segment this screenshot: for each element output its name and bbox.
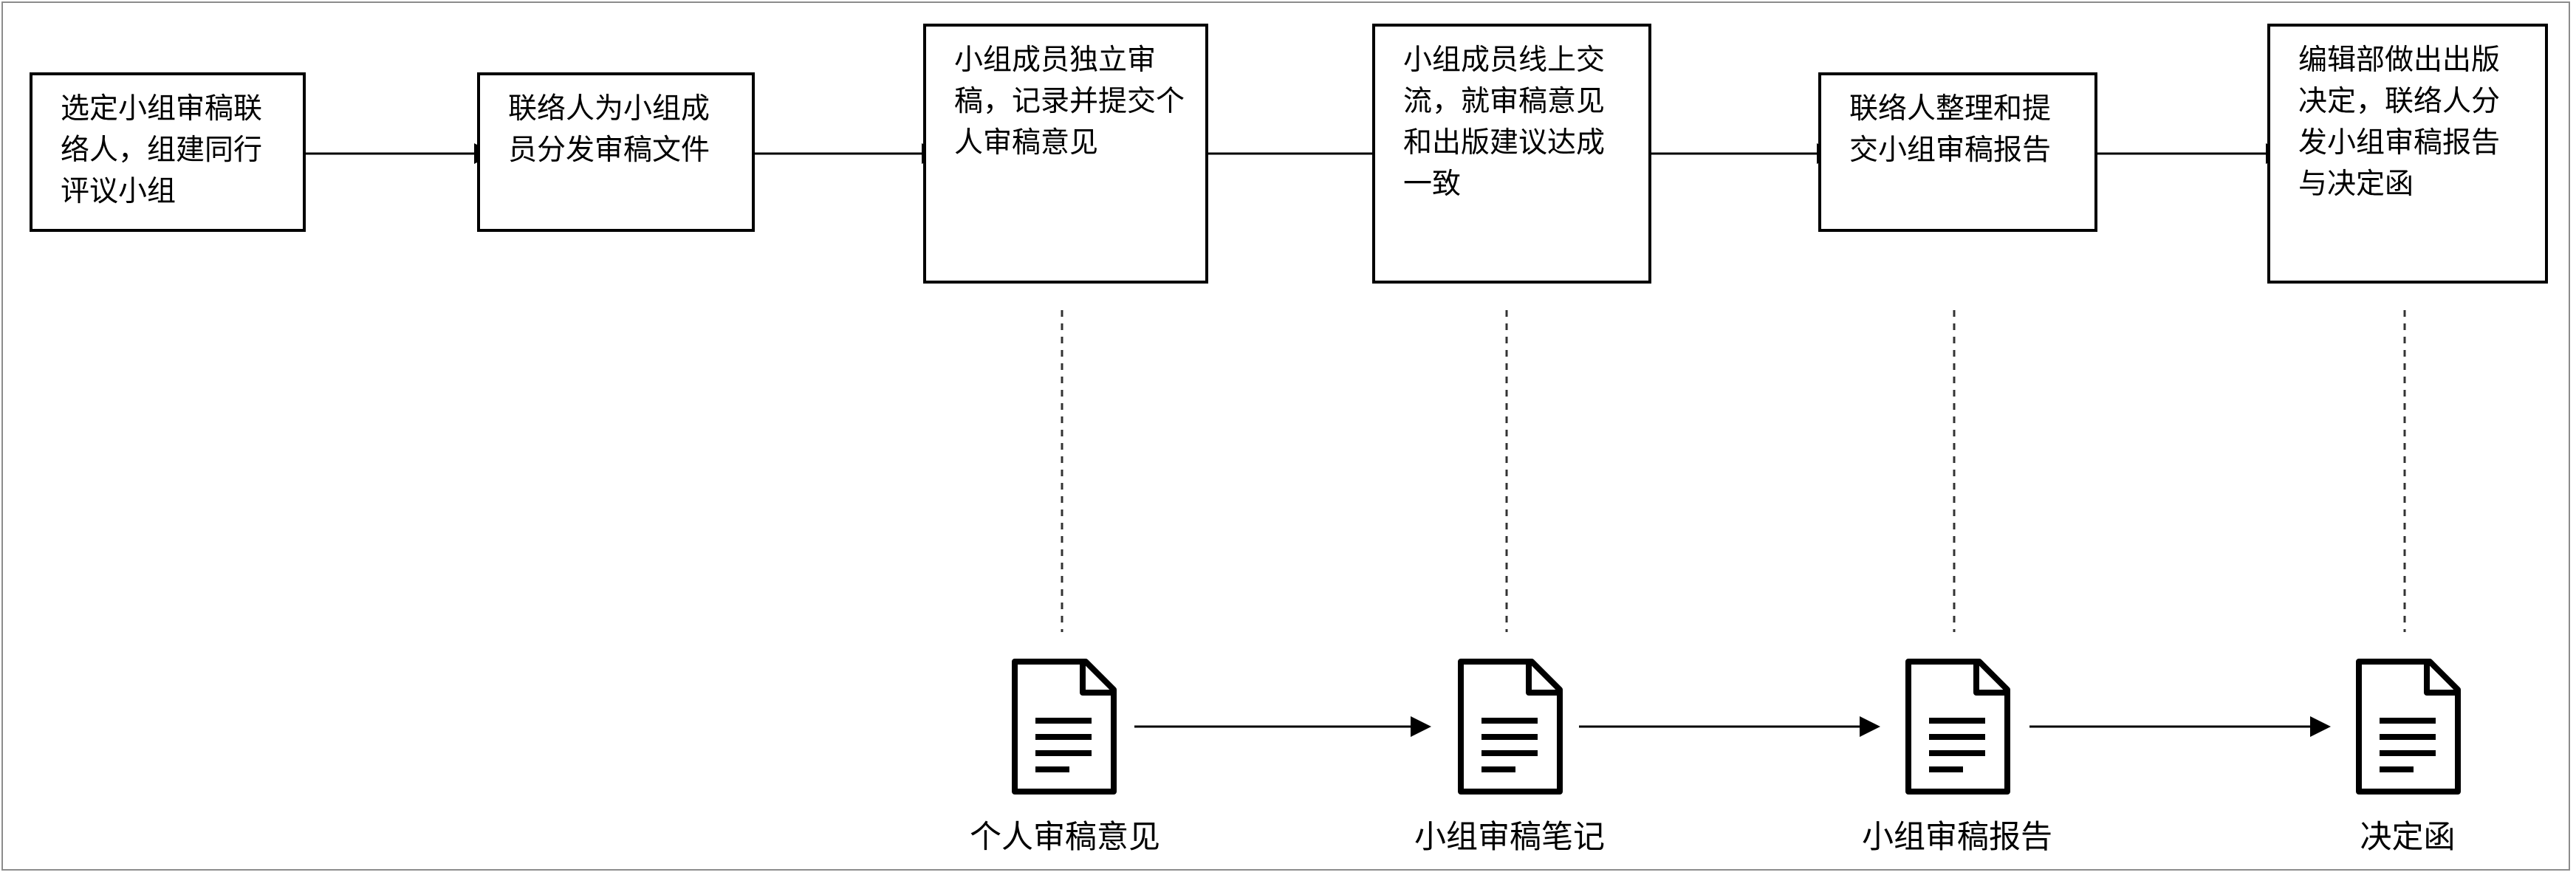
document-icon — [1012, 659, 1117, 795]
step-box-6: 编辑部做出出版决定，联络人分发小组审稿报告与决定函 — [2267, 24, 2548, 284]
step-box-5: 联络人整理和提交小组审稿报告 — [1818, 72, 2097, 232]
step-box-3: 小组成员独立审稿，记录并提交个人审稿意见 — [923, 24, 1208, 284]
step-text-6: 编辑部做出出版决定，联络人分发小组审稿报告与决定函 — [2298, 44, 2501, 201]
doc-label-1: 个人审稿意见 — [970, 819, 1160, 856]
document-icon — [1458, 659, 1563, 795]
step-box-2: 联络人为小组成员分发审稿文件 — [477, 72, 755, 232]
arrowhead-6 — [1411, 716, 1431, 737]
step-text-4: 小组成员线上交流，就审稿意见和出版建议达成一致 — [1403, 44, 1606, 201]
step-text-3: 小组成员独立审稿，记录并提交个人审稿意见 — [954, 44, 1185, 159]
step-text-2: 联络人为小组成员分发审稿文件 — [508, 92, 710, 167]
document-icon — [1905, 659, 2010, 795]
step-box-1: 选定小组审稿联络人，组建同行评议小组 — [30, 72, 306, 232]
doc-label-4: 决定函 — [2360, 819, 2456, 856]
document-icon — [2356, 659, 2461, 795]
step-text-5: 联络人整理和提交小组审稿报告 — [1849, 92, 2052, 167]
step-box-4: 小组成员线上交流，就审稿意见和出版建议达成一致 — [1372, 24, 1651, 284]
arrowhead-8 — [2310, 716, 2331, 737]
doc-label-3: 小组审稿报告 — [1862, 819, 2052, 856]
arrowhead-7 — [1860, 716, 1880, 737]
step-text-1: 选定小组审稿联络人，组建同行评议小组 — [61, 92, 263, 208]
doc-label-2: 小组审稿笔记 — [1414, 819, 1605, 856]
